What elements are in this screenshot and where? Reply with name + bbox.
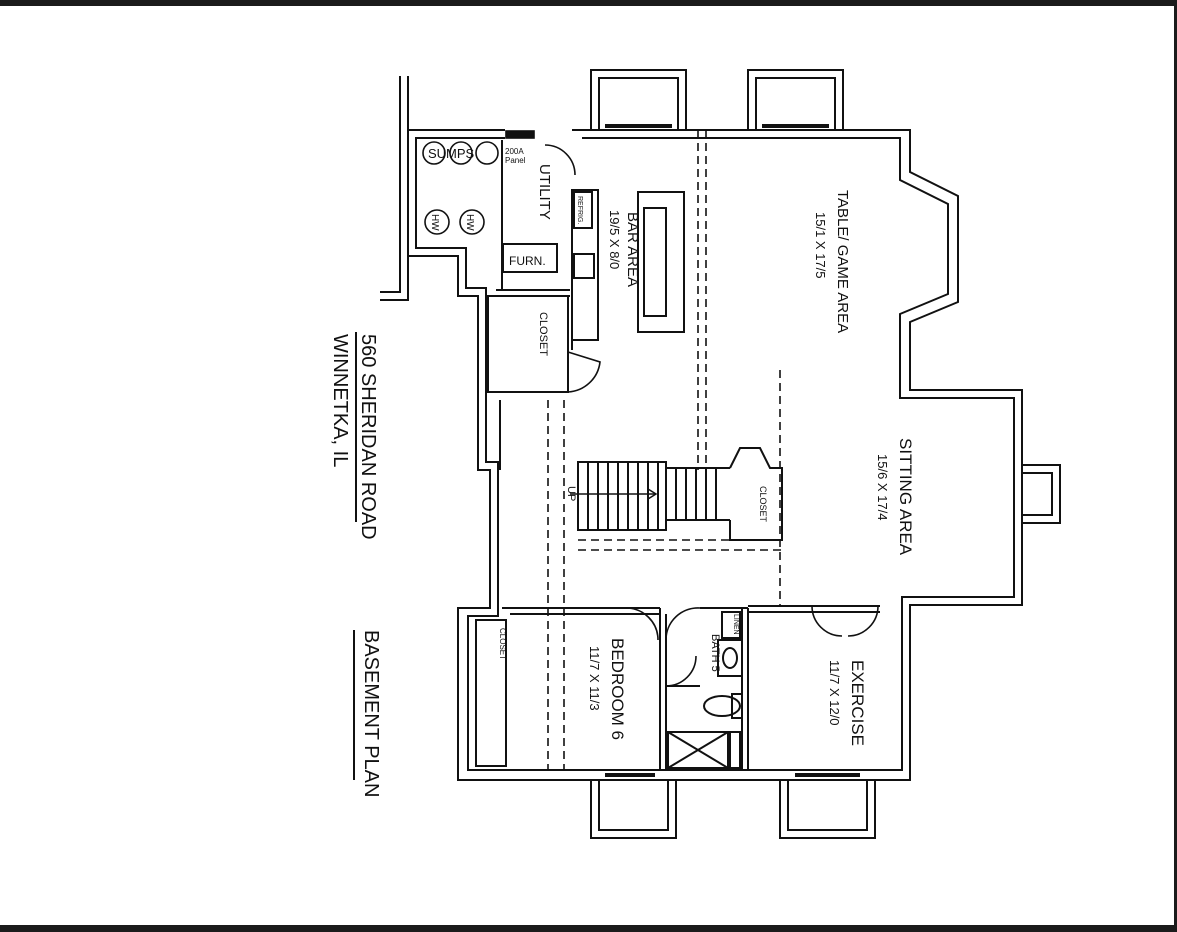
svg-text:CLOSET: CLOSET xyxy=(537,312,549,356)
utility-equipment xyxy=(422,130,535,235)
room-label-closet-main: CLOSET xyxy=(537,312,549,356)
room-label-utility: UTILITY xyxy=(536,164,553,220)
room-label-bar: BAR AREA 19/5 X 8/0 xyxy=(607,210,641,287)
plan-title-block: BASEMENT PLAN xyxy=(360,630,382,797)
address-block: 560 SHERIDAN ROAD WINNETKA, IL xyxy=(329,334,379,540)
window-well-top-right xyxy=(747,69,844,131)
svg-text:UTILITY: UTILITY xyxy=(536,164,553,220)
svg-text:19/5 X 8/0: 19/5 X 8/0 xyxy=(607,210,622,269)
bottom-frame-bar xyxy=(0,925,1177,932)
svg-text:HW: HW xyxy=(464,214,475,231)
refrig-label: REFRIG. xyxy=(576,196,583,224)
room-label-bedroom: BEDROOM 6 11/7 X 11/3 xyxy=(587,638,627,740)
staircase xyxy=(570,447,783,541)
room-label-closet-bedroom: CLOSET xyxy=(498,628,507,660)
panel-label-1: 200A xyxy=(505,147,524,156)
dashed-beams xyxy=(547,130,782,770)
right-frame-edge xyxy=(1174,0,1177,932)
address-line-1: 560 SHERIDAN ROAD xyxy=(357,334,379,540)
room-label-sitting: SITTING AREA 15/6 X 17/4 xyxy=(875,438,915,556)
room-label-bath: BATH 5 xyxy=(709,634,721,672)
top-frame-bar xyxy=(0,0,1177,6)
panel-label-2: Panel xyxy=(505,156,526,165)
svg-text:CLOSET: CLOSET xyxy=(498,628,507,660)
window-well-top-left xyxy=(590,69,687,131)
window-well-bottom-left xyxy=(590,773,677,839)
room-label-exercise: EXERCISE 11/7 X 12/0 xyxy=(827,660,867,746)
window-bay-right xyxy=(1021,464,1061,524)
svg-text:REFRIG.: REFRIG. xyxy=(576,196,583,224)
svg-text:TABLE/ GAME AREA: TABLE/ GAME AREA xyxy=(834,190,851,333)
svg-text:LINEN: LINEN xyxy=(732,614,739,635)
svg-text:15/1 X 17/5: 15/1 X 17/5 xyxy=(813,212,828,279)
svg-text:EXERCISE: EXERCISE xyxy=(848,660,867,746)
furnace-label: FURN. xyxy=(509,254,546,268)
room-label-closet-stair: CLOSET xyxy=(758,486,768,523)
svg-text:15/6 X 17/4: 15/6 X 17/4 xyxy=(875,454,890,521)
svg-text:BATH 5: BATH 5 xyxy=(709,634,721,672)
hw-label-2: HW xyxy=(464,214,475,231)
svg-text:BAR AREA: BAR AREA xyxy=(624,212,641,287)
svg-text:UP: UP xyxy=(565,486,577,501)
stair-up-label: UP xyxy=(565,486,577,501)
svg-text:CLOSET: CLOSET xyxy=(758,486,768,523)
svg-text:HW: HW xyxy=(429,214,440,231)
svg-text:SITTING AREA: SITTING AREA xyxy=(896,438,915,556)
hw-label-1: HW xyxy=(429,214,440,231)
window-well-bottom-right xyxy=(779,773,876,839)
interior-walls xyxy=(475,140,880,770)
svg-text:BEDROOM 6: BEDROOM 6 xyxy=(608,638,627,740)
svg-text:11/7 X 12/0: 11/7 X 12/0 xyxy=(827,660,842,726)
exterior-wall xyxy=(380,76,1023,781)
plan-title: BASEMENT PLAN xyxy=(360,630,382,797)
room-label-linen: LINEN xyxy=(732,614,739,635)
address-line-2: WINNETKA, IL xyxy=(329,334,351,467)
svg-text:11/7 X 11/3: 11/7 X 11/3 xyxy=(587,646,602,711)
doors xyxy=(544,144,879,687)
room-label-table-game: TABLE/ GAME AREA 15/1 X 17/5 xyxy=(813,190,851,333)
sumps-label: SUMPS xyxy=(428,146,475,161)
